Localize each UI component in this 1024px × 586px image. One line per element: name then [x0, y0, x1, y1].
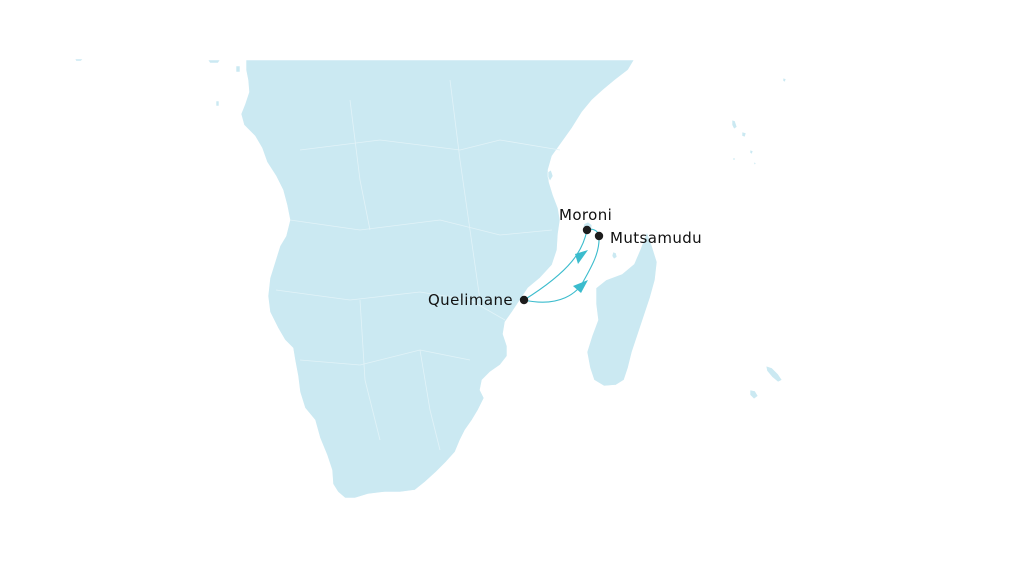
- mayotte-island: [611, 251, 618, 260]
- port-moroni[interactable]: Moroni: [559, 206, 612, 235]
- atlantic-islet: [215, 100, 220, 107]
- zanzibar-island: [547, 169, 554, 182]
- africa-landmass: [240, 59, 635, 499]
- port-label: Quelimane: [428, 291, 513, 309]
- madagascar-landmass: [586, 231, 658, 387]
- seychelles-island: [741, 131, 747, 138]
- seychelles-island: [731, 119, 738, 130]
- port-marker[interactable]: [594, 231, 604, 241]
- aldabra-island: [782, 77, 787, 83]
- seychelles-island: [749, 149, 754, 155]
- port-quelimane[interactable]: Quelimane: [428, 291, 529, 309]
- port-marker[interactable]: [582, 225, 592, 235]
- route-arrow: [575, 250, 588, 264]
- country-borders: [275, 79, 561, 451]
- route-moroni-quelimane: [523, 229, 588, 301]
- mauritius-island: [765, 365, 783, 383]
- port-label: Moroni: [559, 206, 612, 224]
- port-mutsamudu[interactable]: Mutsamudu: [594, 229, 702, 247]
- port-marker[interactable]: [519, 295, 529, 305]
- port-label: Mutsamudu: [610, 229, 702, 247]
- atlantic-islet: [74, 58, 84, 62]
- reunion-island: [749, 389, 759, 400]
- shipping-routes: [523, 228, 600, 303]
- seychelles-island: [732, 157, 736, 161]
- seychelles-island: [753, 161, 757, 166]
- route-arrow: [573, 280, 588, 293]
- atlantic-islet: [235, 65, 241, 73]
- atlantic-islet: [207, 59, 221, 64]
